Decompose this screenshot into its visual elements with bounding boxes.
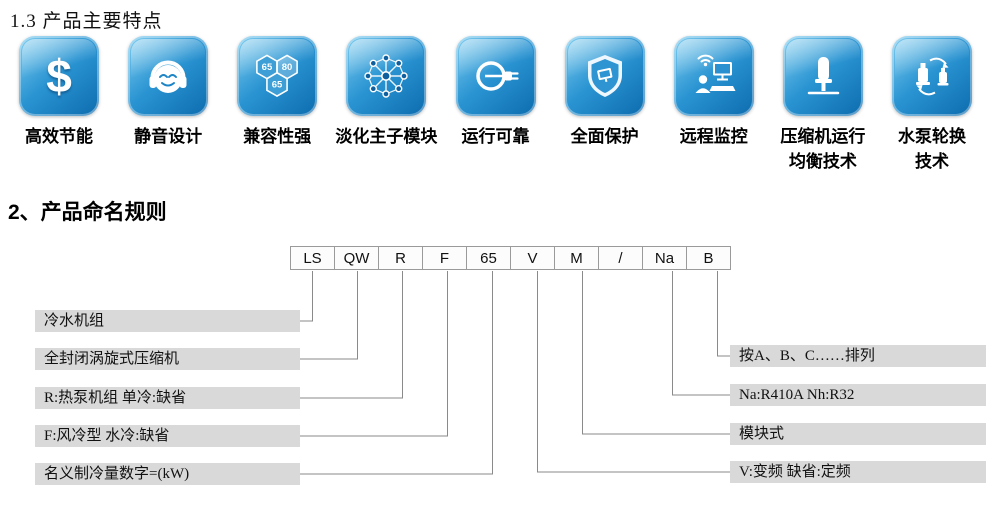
feature-tile: 65 80 65 — [237, 36, 318, 116]
connector-na — [672, 271, 731, 396]
feature-row: $ 高效节能 静音设计 — [8, 36, 983, 174]
feature-pump-rotation: 水泵轮换技术 — [881, 36, 983, 174]
network-wheel-icon — [364, 54, 409, 98]
label-series-order: 按A、B、C……排列 — [730, 345, 986, 367]
shield-icon — [587, 55, 622, 97]
feature-tile — [892, 36, 972, 116]
code-cell-r: R — [378, 246, 423, 270]
code-cell-ls: LS — [290, 246, 335, 270]
feature-full-protection: 全面保护 — [554, 36, 656, 174]
feature-label: 淡化主子模块 — [335, 127, 438, 146]
feature-label: 压缩机运行均衡技术 — [780, 127, 866, 171]
feature-label: 高效节能 — [25, 127, 93, 146]
dollar-icon: $ — [46, 50, 72, 102]
connector-qw — [300, 271, 358, 360]
label-refrigerant: Na:R410A Nh:R32 — [730, 384, 986, 406]
label-inverter: V:变频 缺省:定频 — [730, 461, 986, 483]
connector-f — [300, 271, 448, 437]
code-cell-qw: QW — [334, 246, 379, 270]
feature-compatibility: 65 80 65 兼容性强 — [226, 36, 328, 174]
model-code-row: LS QW R F 65 V M / Na B — [290, 246, 731, 270]
remote-monitor-icon — [695, 54, 736, 93]
water-pump-rotation-icon — [916, 57, 949, 96]
feature-energy-saving: $ 高效节能 — [8, 36, 110, 174]
code-cell-b: B — [686, 246, 731, 270]
power-plug-icon — [475, 61, 519, 91]
svg-text:65: 65 — [272, 80, 283, 91]
feature-compressor-balance: 压缩机运行均衡技术 — [772, 36, 874, 174]
compressor-icon — [807, 57, 840, 95]
feature-tile — [128, 36, 209, 116]
hexagons-icon: 65 80 65 — [256, 54, 299, 97]
svg-text:80: 80 — [282, 62, 293, 73]
section-2-title: 2、产品命名规则 — [8, 201, 167, 224]
connector-b — [717, 271, 731, 357]
feature-tile — [346, 36, 427, 116]
feature-remote-monitoring: 远程监控 — [663, 36, 765, 174]
code-cell-65: 65 — [466, 246, 511, 270]
feature-label: 静音设计 — [134, 127, 203, 146]
connector-m — [582, 271, 731, 435]
feature-label: 全面保护 — [570, 127, 639, 146]
connector-ls — [300, 271, 313, 322]
label-modular: 模块式 — [730, 423, 986, 445]
code-cell-f: F — [422, 246, 467, 270]
feature-reliable-operation: 运行可靠 — [445, 36, 547, 174]
code-cell-slash: / — [598, 246, 643, 270]
feature-quiet-design: 静音设计 — [117, 36, 219, 174]
headphones-icon — [149, 60, 187, 93]
feature-label: 兼容性强 — [243, 127, 312, 146]
feature-tile — [673, 36, 754, 116]
label-scroll-compressor: 全封闭涡旋式压缩机 — [35, 348, 300, 370]
label-nominal-capacity: 名义制冷量数字=(kW) — [35, 463, 300, 485]
label-chiller-unit: 冷水机组 — [35, 310, 300, 332]
feature-tile — [455, 36, 536, 116]
feature-label: 水泵轮换技术 — [898, 127, 966, 171]
connector-r — [300, 271, 403, 399]
connector-65 — [300, 271, 493, 475]
label-heat-pump: R:热泵机组 单冷:缺省 — [35, 387, 300, 409]
code-cell-m: M — [554, 246, 599, 270]
feature-label: 远程监控 — [679, 127, 748, 146]
code-cell-v: V — [510, 246, 555, 270]
connector-v — [537, 271, 731, 473]
feature-tile — [564, 36, 645, 116]
feature-tile: $ — [19, 36, 99, 116]
svg-text:65: 65 — [262, 62, 273, 73]
code-cell-na: Na — [642, 246, 687, 270]
feature-module-network: 淡化主子模块 — [335, 36, 437, 174]
section-1-title: 1.3 产品主要特点 — [10, 11, 163, 32]
label-air-cooled: F:风冷型 水冷:缺省 — [35, 425, 300, 447]
feature-label: 运行可靠 — [461, 127, 530, 146]
feature-tile — [782, 36, 863, 116]
